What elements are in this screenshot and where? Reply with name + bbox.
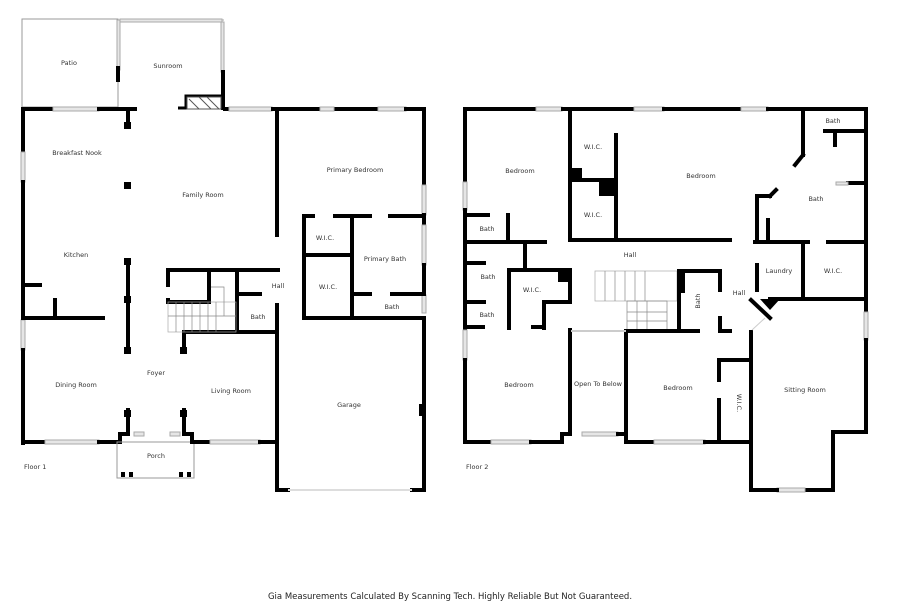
floor-1-plan: Patio Sunroom Breakfast Nook Family Room…	[20, 18, 427, 492]
room-label-bedroom-n: Bedroom	[686, 172, 715, 180]
room-label-bedroom-nw: Bedroom	[505, 167, 534, 175]
room-label-bedroom-sw: Bedroom	[504, 381, 533, 389]
room-label-open-to-below: Open To Below	[574, 380, 623, 388]
room-label-wic-1: W.I.C.	[316, 234, 334, 242]
room-label-kitchen: Kitchen	[64, 251, 88, 259]
room-label-bath-ne-small: Bath	[825, 117, 840, 125]
room-label-foyer: Foyer	[147, 369, 165, 377]
room-label-wic-mid: W.I.C.	[584, 211, 602, 219]
room-label-sitting-room: Sitting Room	[784, 386, 826, 394]
room-label-living-room: Living Room	[211, 387, 251, 395]
room-label-bath-ne: Bath	[808, 195, 823, 203]
room-label-family-room: Family Room	[182, 191, 224, 199]
room-label-breakfast-nook: Breakfast Nook	[52, 149, 102, 157]
room-label-primary-bedroom: Primary Bedroom	[327, 166, 384, 174]
room-label-bath-half: Bath	[250, 313, 265, 321]
room-label-bath-center: Bath	[694, 293, 702, 308]
room-label-laundry: Laundry	[766, 267, 793, 275]
room-label-bath-primary: Bath	[384, 303, 399, 311]
room-label-wic-s: W.I.C.	[735, 394, 743, 412]
room-label-wic-2: W.I.C.	[319, 283, 337, 291]
room-label-sunroom: Sunroom	[153, 62, 182, 70]
disclaimer-footer: Gia Measurements Calculated By Scanning …	[267, 592, 633, 602]
room-label-bath-w2: Bath	[480, 273, 495, 281]
room-label-garage: Garage	[337, 401, 361, 409]
room-label-porch: Porch	[147, 452, 165, 460]
room-label-patio: Patio	[61, 59, 77, 67]
floor-2-label: Floor 2	[466, 463, 488, 471]
floor-2-plan: Bedroom W.I.C. W.I.C. Bedroom Bath Bath …	[462, 106, 869, 493]
room-label-wic-e: W.I.C.	[824, 267, 842, 275]
room-label-primary-bath: Primary Bath	[364, 255, 406, 263]
room-label-hall-e: Hall	[733, 289, 746, 297]
room-label-bath-w1: Bath	[479, 225, 494, 233]
room-label-bath-w3: Bath	[479, 311, 494, 319]
room-label-bedroom-s: Bedroom	[663, 384, 692, 392]
room-label-wic-top: W.I.C.	[584, 143, 602, 151]
room-label-hall-main: Hall	[624, 251, 637, 259]
room-label-hall: Hall	[272, 282, 285, 290]
floor-1-label: Floor 1	[24, 463, 46, 471]
room-label-wic-w: W.I.C.	[523, 286, 541, 294]
room-label-dining-room: Dining Room	[55, 381, 97, 389]
